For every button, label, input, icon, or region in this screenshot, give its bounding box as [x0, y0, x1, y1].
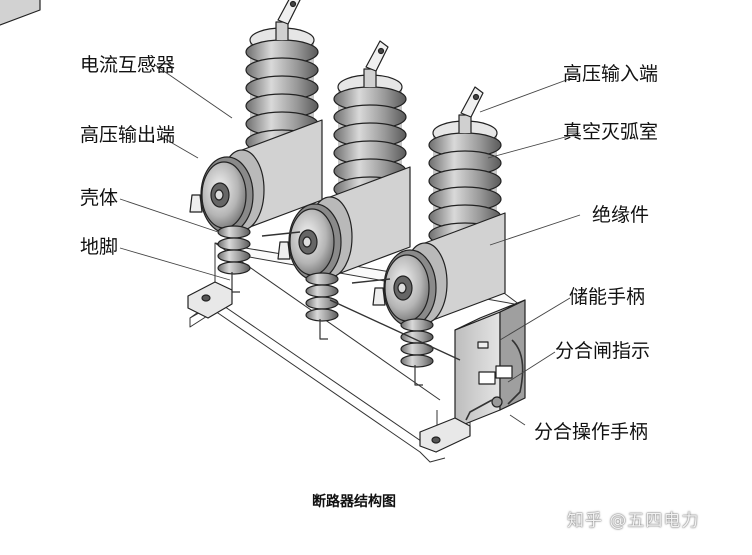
- leader-lines: [119, 64, 581, 426]
- diagram-caption: 断路器结构图: [312, 494, 396, 510]
- label-foot: 地脚: [80, 236, 119, 258]
- label-current-transformer: 电流互感器: [80, 54, 176, 76]
- label-hv-output: 高压输出端: [80, 124, 176, 146]
- label-operation-handle: 分合操作手柄: [534, 421, 649, 443]
- label-insulator: 绝缘件: [592, 204, 650, 226]
- handles: [465, 339, 524, 421]
- linkage: [261, 231, 461, 361]
- label-vacuum-chamber: 真空灭弧室: [563, 121, 659, 143]
- foot-right: [419, 417, 471, 453]
- pole-1: [0, 0, 41, 26]
- label-hv-input: 高压输入端: [563, 63, 659, 85]
- operating-box: [454, 299, 526, 429]
- label-energy-handle: 储能手柄: [569, 286, 646, 308]
- label-open-close-indicator: 分合闸指示: [555, 340, 651, 362]
- watermark: 知乎 @五四电力: [567, 511, 700, 531]
- foot-left: [187, 281, 233, 319]
- pole-1-body: [0, 0, 41, 26]
- label-shell: 壳体: [80, 187, 119, 209]
